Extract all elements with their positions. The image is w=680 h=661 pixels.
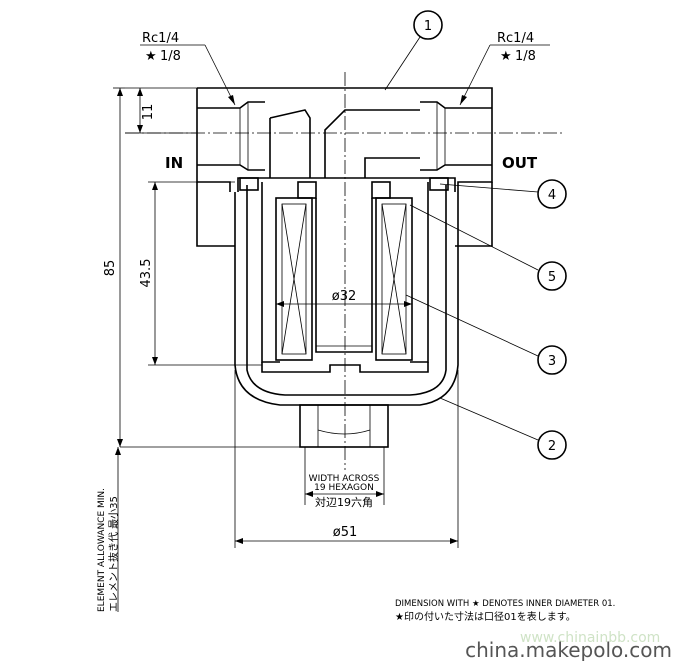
- element-allowance-note: ELEMENT ALLOWANCE MIN. エレメント抜き代 最小35: [97, 447, 121, 612]
- svg-text:ø51: ø51: [333, 525, 358, 540]
- outlet-label: OUT: [502, 154, 538, 172]
- svg-text:85: 85: [103, 260, 118, 277]
- svg-text:2: 2: [548, 439, 556, 454]
- filter-body: [196, 87, 493, 247]
- svg-text:5: 5: [548, 270, 556, 285]
- svg-text:Rc1/4: Rc1/4: [497, 31, 534, 46]
- svg-text:対辺19六角: 対辺19六角: [315, 495, 373, 509]
- note-japanese: ★印の付いた寸法は口径01を表します。: [395, 610, 576, 623]
- svg-text:1/8: 1/8: [160, 49, 181, 64]
- port-callout-left: Rc1/4 ★ 1/8: [140, 31, 236, 106]
- note-english: DIMENSION WITH ★ DENOTES INNER DIAMETER …: [395, 599, 615, 609]
- svg-text:3: 3: [548, 354, 556, 369]
- dimension-85: 85: [103, 87, 300, 448]
- svg-text:11: 11: [141, 104, 156, 121]
- balloon-3: 3: [405, 294, 567, 375]
- watermark-faint: www.chinainbb.com: [520, 630, 660, 646]
- dimension-11: 11: [125, 87, 197, 134]
- svg-text:43.5: 43.5: [139, 259, 154, 288]
- svg-text:★: ★: [145, 49, 157, 64]
- svg-text:1: 1: [424, 19, 432, 34]
- dimension-d51: ø51: [234, 370, 459, 548]
- watermark-main: china.makepolo.com: [465, 638, 672, 661]
- svg-text:ø32: ø32: [332, 289, 357, 304]
- svg-text:Rc1/4: Rc1/4: [142, 31, 179, 46]
- svg-text:1/8: 1/8: [515, 49, 536, 64]
- balloon-4: 4: [439, 179, 567, 209]
- balloon-1: 1: [384, 10, 443, 91]
- dimension-d32: ø32: [276, 289, 412, 307]
- svg-text:★: ★: [500, 49, 512, 64]
- svg-text:エレメント抜き代 最小35: エレメント抜き代 最小35: [107, 496, 120, 612]
- svg-text:ELEMENT ALLOWANCE MIN.: ELEMENT ALLOWANCE MIN.: [97, 488, 107, 612]
- filter-bowl: [234, 185, 459, 448]
- inlet-label: IN: [165, 154, 183, 172]
- hexagon-dimension: WIDTH ACROSS 19 HEXAGON 対辺19六角: [304, 447, 385, 509]
- svg-text:4: 4: [548, 188, 556, 203]
- element-holder: [237, 177, 456, 373]
- filter-element-right: [371, 181, 413, 361]
- port-callout-right: Rc1/4 ★ 1/8: [459, 31, 550, 106]
- balloon-5: 5: [409, 204, 567, 291]
- balloon-2: 2: [439, 397, 567, 460]
- dimension-43-5: 43.5: [139, 181, 262, 366]
- center-tube: [315, 198, 373, 353]
- filter-element-left: [275, 181, 317, 361]
- svg-text:WIDTH ACROSS: WIDTH ACROSS: [309, 474, 380, 484]
- svg-text:19 HEXAGON: 19 HEXAGON: [314, 483, 374, 493]
